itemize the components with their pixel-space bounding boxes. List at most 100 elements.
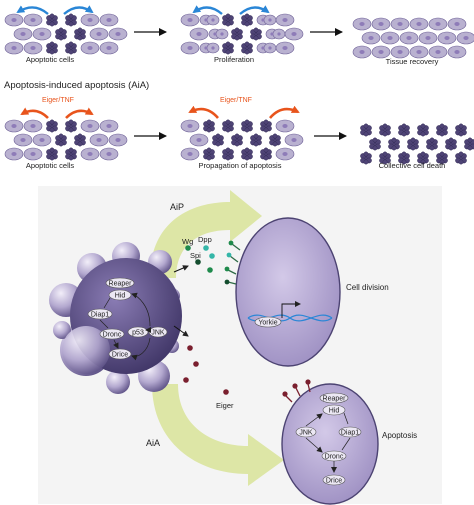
healthy-cell <box>32 133 52 147</box>
healthy-cell <box>284 27 304 41</box>
healthy-cell <box>409 17 429 31</box>
row2-label-propagation: Propagation of apoptosis <box>199 161 282 170</box>
healthy-cell <box>390 45 410 59</box>
dividing-cell <box>265 28 286 40</box>
svg-text:p53: p53 <box>132 330 144 337</box>
healthy-cell <box>189 27 209 41</box>
apoptotic-cell-body <box>281 383 379 505</box>
healthy-cell <box>437 31 457 45</box>
apoptotic-cell <box>65 147 77 161</box>
aip-label: AiP <box>170 202 184 212</box>
healthy-cell <box>4 41 24 55</box>
healthy-cell <box>447 17 467 31</box>
healthy-cell <box>189 133 209 147</box>
apoptotic-cell <box>222 41 234 55</box>
healthy-cell <box>361 31 381 45</box>
dying-cell-cluster <box>49 242 182 394</box>
apoptotic-cell <box>250 27 262 41</box>
healthy-cell <box>89 27 109 41</box>
node-reaper <box>319 392 349 404</box>
apoptotic-cell <box>436 151 448 165</box>
node-yorkie <box>254 316 282 328</box>
secretion-arrow <box>173 265 189 273</box>
svg-text:Diap1: Diap1 <box>91 312 109 319</box>
row2-panel-propagation: Eiger/TNF Propagation of apoptosis <box>180 97 304 170</box>
apoptotic-cell <box>203 147 215 161</box>
apoptotic-cell <box>398 151 410 165</box>
healthy-cell <box>80 41 100 55</box>
row1-panel-apoptotic-cells: Apoptotic cells <box>4 5 128 64</box>
node-jnk <box>295 426 317 438</box>
apoptotic-cell <box>379 151 391 165</box>
node-diap1 <box>338 426 362 438</box>
apoptotic-cell <box>231 133 243 147</box>
apoptosis-label: Apoptosis <box>382 431 417 440</box>
healthy-cell <box>428 45 448 59</box>
row1-panel-tissue-recovery: Tissue recovery <box>352 17 474 66</box>
node-drice <box>322 474 346 486</box>
apoptotic-cell <box>222 13 234 27</box>
healthy-cell <box>80 147 100 161</box>
row2-label-collective-death: Collective cell death <box>379 161 446 170</box>
healthy-cell <box>23 41 43 55</box>
healthy-cell <box>99 41 119 55</box>
yorkie-label: Yorkie <box>258 320 277 327</box>
node-diap1 <box>87 308 113 320</box>
apoptotic-cell <box>455 123 467 137</box>
healthy-cell <box>4 13 24 27</box>
dividing-cell <box>256 42 277 54</box>
healthy-cell <box>80 119 100 133</box>
node-drice <box>108 348 132 360</box>
blue-arrow-right-icon <box>63 5 94 15</box>
apoptotic-cell <box>360 123 372 137</box>
svg-text:Hid: Hid <box>115 293 126 300</box>
eiger-tnf-label: Eiger/TNF <box>42 97 74 104</box>
cell-division-label: Cell division <box>346 283 389 292</box>
spi-label: Spi <box>190 251 201 260</box>
healthy-cell <box>275 41 295 55</box>
apoptotic-cell <box>455 151 467 165</box>
apoptotic-cell <box>445 137 457 151</box>
node-dronc <box>99 328 125 340</box>
healthy-cell <box>23 119 43 133</box>
healthy-cell <box>399 31 419 45</box>
svg-text:Drice: Drice <box>112 352 128 359</box>
eiger-receptors <box>282 379 311 403</box>
row1-label-proliferation: Proliferation <box>214 55 254 64</box>
healthy-cell <box>180 119 200 133</box>
apoptotic-cell <box>241 41 253 55</box>
eiger-label: Eiger <box>216 401 234 410</box>
aia-green-arrow-icon <box>152 384 284 486</box>
proliferating-cell: Yorkie <box>224 217 341 367</box>
healthy-cell <box>99 13 119 27</box>
apoptotic-cell <box>360 151 372 165</box>
blue-arrow-left-icon <box>16 5 49 15</box>
healthy-cell <box>23 13 43 27</box>
dividing-cell <box>208 28 229 40</box>
node-hid <box>108 289 132 301</box>
apoptotic-cell <box>417 151 429 165</box>
healthy-cell <box>99 119 119 133</box>
healthy-cell <box>447 45 467 59</box>
healthy-cell <box>89 133 109 147</box>
healthy-cell <box>23 147 43 161</box>
healthy-cell <box>428 17 448 31</box>
svg-text:Dronc: Dronc <box>325 454 344 461</box>
red-arrow-left-icon <box>188 105 219 119</box>
red-arrow-right-icon <box>65 107 94 119</box>
apoptotic-cell <box>65 119 77 133</box>
blue-arrow-right-icon <box>239 5 270 15</box>
svg-text:JNK: JNK <box>151 330 165 337</box>
secretion-arrow <box>173 325 189 337</box>
healthy-cell <box>390 17 410 31</box>
aia-heading: Apoptosis-induced apoptosis (AiA) <box>4 80 150 91</box>
apoptotic-cell <box>46 13 58 27</box>
dividing-cell <box>199 14 220 26</box>
healthy-cell <box>275 147 295 161</box>
healthy-cell <box>108 27 128 41</box>
apoptotic-cell <box>379 123 391 137</box>
apoptotic-cell <box>407 137 419 151</box>
apoptotic-cell <box>398 123 410 137</box>
row1-label-apoptotic-cells: Apoptotic cells <box>26 55 75 64</box>
healthy-cell <box>180 13 200 27</box>
